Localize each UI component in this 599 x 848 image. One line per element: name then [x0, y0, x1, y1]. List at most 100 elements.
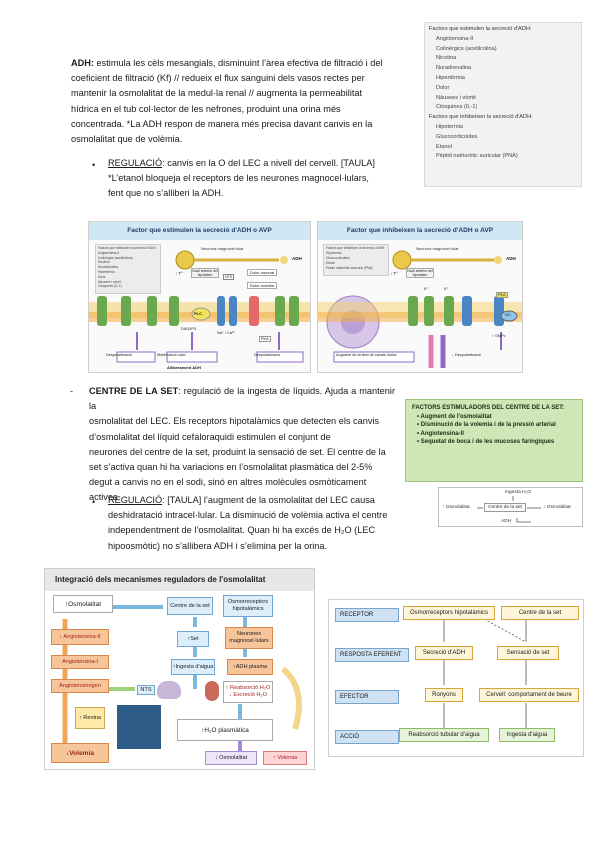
na-ca-label: Na⁺ / Ca²⁺ [217, 331, 236, 335]
centre-set-line: neurones del centre de la set, produint … [89, 446, 386, 457]
thirst-factor-item: Augment de l'osmolalitat [420, 413, 492, 420]
centre-set-term: CENTRE DE LA SET [89, 386, 179, 396]
centre-set-line: : regulació de la ingesta de líquids. Aj… [89, 386, 396, 412]
inset-item: Nicotina [98, 260, 110, 265]
adh-line: concentrada. *La ADH respon de manera mé… [71, 118, 373, 129]
somatic-pain-label: Dolor somàtic [247, 282, 278, 289]
inset-item: Dolor [98, 274, 106, 279]
bullet-icon: • [92, 497, 96, 507]
figure-osmolality-integration: Integració dels mecanismes reguladors de… [44, 568, 315, 770]
osmoreceptors-node: Osmorreceptors hipotalàmics [223, 595, 273, 617]
factor-item: Pèptid natriurètic auricular (PNA) [436, 153, 518, 160]
adh-term: ADH: [71, 58, 94, 68]
inset-item: Hipotermia [326, 251, 342, 255]
ion-channel-synthesis-label: Augment de síntesi de canals iònics [336, 353, 397, 357]
volemia-down-node: ↓Volemia [51, 743, 109, 763]
tubular-reabsorption-box: Reabsorció tubular d'aigua [399, 728, 489, 742]
thirst-sensation-box: Sensació de set [497, 646, 559, 660]
magnocellular-neurons-node: Neurones magnocel·lulars [225, 627, 273, 649]
osmolality-up-node: ↑Osmolalitat [53, 595, 113, 613]
centre-set-paragraph: CENTRE DE LA SET: regulació de la ingest… [89, 384, 395, 506]
factor-item: Angiotensina-II [436, 35, 474, 42]
pka-label: PKA [496, 292, 508, 298]
row-label-receptor: RECEPTOR [335, 608, 399, 622]
factors-inhibit-header: Factors que inhibeixen la secreció d'ADH… [429, 114, 533, 121]
regulacio-line: *L’etanol bloqueja el receptors de les n… [108, 173, 369, 184]
regulacio-line: deshidratació intracel·lular. La disminu… [108, 510, 388, 521]
adh-line: coeficient de filtració (Kf) // redueix … [71, 73, 365, 84]
brain-illustration-icon [157, 681, 181, 699]
inset-item: Citoquines (IL-1) [98, 284, 122, 289]
regulacio-line: fent que no s’alliberi la ADH. [108, 188, 224, 199]
adh-factors-box: Factors que estimulen la secreció d'ADH:… [424, 22, 582, 187]
factors-stimulate-header: Factors que estimulen la secreció d'ADH: [429, 26, 532, 32]
dag-label: DAG/IP3 [181, 327, 196, 331]
row-label-effector: EFECTOR [335, 690, 399, 704]
regulacio-line: hipoosmòtic) no s’allibera ADH i s’elimi… [108, 540, 328, 551]
renin-node: ↑ Renina [75, 707, 105, 729]
water-intake-label: Ingesta H₂O [505, 490, 532, 495]
nucleus-label: Nucli anterior del hipotàlem [191, 268, 219, 278]
inset-item: Hipertèrmia [98, 269, 115, 274]
thirst-centre-box: Centre de la set [501, 606, 579, 620]
neuron-diagram [89, 250, 310, 363]
centre-set-line: osmolalitat del LEC. Els receptors hipot… [89, 416, 380, 427]
angiotensin-i-node: Angiotensina-I [51, 655, 109, 669]
regulacio-label: REGULACIÓ [108, 158, 163, 168]
brain-drinking-box: Cervell: comportament de beure [479, 688, 579, 702]
adh-plasma-node: ↑ADH plasma [227, 659, 273, 675]
temperature-label: ↓ T° [390, 271, 398, 276]
plc-label: PLC [194, 311, 202, 316]
nts-node: NTS [137, 685, 155, 695]
factor-item: Nicotina [436, 55, 457, 62]
thirst-up-node: ↑Set [177, 631, 209, 647]
centre-set-line: actives. [89, 492, 121, 503]
factor-item: Glucocorticoides [436, 133, 478, 140]
kidney-icon [205, 681, 219, 701]
neuron-diagram [318, 250, 522, 368]
kidneys-box: Ronyons [425, 688, 463, 702]
neuron-body-icon [175, 250, 195, 270]
factor-item: Dolor [436, 84, 450, 91]
regulacio-1-paragraph: REGULACIÓ: canvis en la O del LEC a nive… [108, 156, 416, 202]
inset-item: Factors que estimulen la secreció d'ADH: [98, 246, 157, 250]
factor-item: Hipotermia [436, 123, 464, 130]
adh-line: osmolalitat que de volèmia. [71, 134, 183, 145]
factor-item: Hipertèrmia [436, 74, 465, 81]
adh-release-label: Alliberament ADH [167, 365, 201, 370]
adh-paragraph: ADH: estimula les cèls mesangials, dismi… [71, 56, 416, 147]
water-intake-node: ↑Ingesta d'aigua [171, 659, 215, 675]
calcium-mobilization-label: Mobilització calci [157, 353, 186, 357]
centre-set-line: d’osmolalitat del líquid cefaloraquidi e… [89, 431, 331, 442]
visceral-pain-label: Dolor visceral [247, 269, 278, 276]
thirst-factors-box: FACTORS ESTIMULADORS DEL CENTRE DE LA SE… [405, 399, 583, 482]
inset-item: Nàusees i vòmit [98, 279, 121, 284]
thirst-centre-node: Centre de la set [484, 503, 526, 512]
potassium-label: K⁺ [444, 286, 449, 291]
thirst-factor-item: Sequetat de boca i de les mucoses faríng… [420, 439, 555, 446]
factor-item: Colinèrgics (acetilcolina) [436, 45, 497, 52]
thirst-centre-node: Centre de la set [167, 597, 213, 615]
centre-set-line: set s’activa quan hi ha variacions en l’… [89, 462, 373, 473]
depolarization-label: ↓ Despolarització [452, 353, 481, 357]
gc-label: GC [505, 313, 511, 317]
gmp-label: ↑ GMPc [492, 334, 506, 338]
inset-item: Glucocorticoides [326, 256, 350, 260]
angiotensin-ii-node: ↑ Angiotensina-II [51, 629, 109, 645]
osmolality-up-label: ↑ Osmolalitat [442, 505, 470, 510]
factor-item: Etanol [436, 143, 452, 150]
heart-kidney-illustration-icon [117, 705, 161, 749]
regulacio-line: independentment de l’osmolalitat. Quan h… [108, 525, 376, 536]
figure-inset-list: Factors que inhibeixen la secreció d'ADH… [323, 244, 389, 276]
row-label-action: ACCIÓ [335, 730, 399, 744]
inset-item: Noradrenalina [98, 265, 119, 270]
factor-item: Noradrenalina [436, 65, 472, 72]
figure-title: Integració dels mecanismes reguladors de… [45, 569, 314, 591]
temperature-label: ↑ T° [175, 271, 183, 276]
adh-label: ADH [506, 256, 516, 261]
figure-inset-list: Factors que estimulen la secreció d'ADH:… [95, 244, 161, 294]
neuron-body-icon [392, 250, 412, 270]
factor-item: Nàusees i vòmit [436, 94, 476, 101]
potassium-label: K⁺ [424, 286, 429, 291]
flow-arrows [477, 496, 541, 523]
